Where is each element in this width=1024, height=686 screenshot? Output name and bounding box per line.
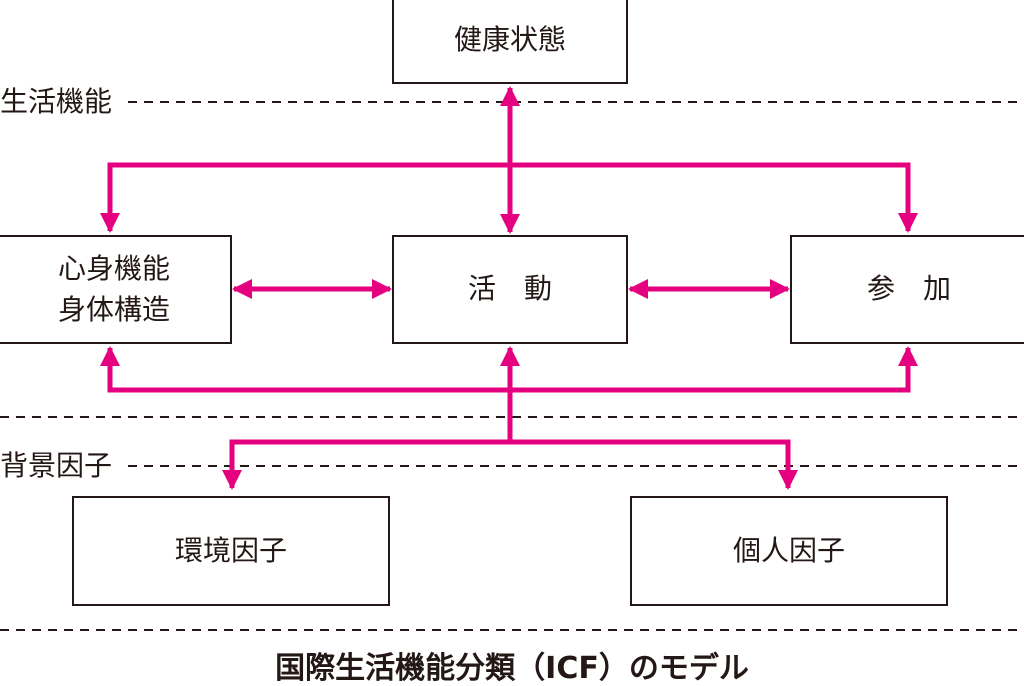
box-personal-factors-label: 個人因子 [732, 533, 845, 567]
arrow-top-branch-right [510, 162, 918, 233]
section-label-functioning: 生活機能 [0, 88, 117, 116]
arrow-bottom-branch-left [100, 346, 510, 393]
arrow-top-branch-left [100, 162, 510, 233]
box-health-condition: 健康状態 [392, 0, 628, 84]
arrow-bottom-branch-right [510, 346, 918, 393]
connector-arrows [100, 86, 918, 490]
box-body-functions: 心身機能 身体構造 [0, 235, 232, 344]
box-activity: 活 動 [392, 235, 628, 344]
box-body-functions-line2: 身体構造 [57, 292, 170, 326]
box-environmental-factors: 環境因子 [72, 496, 390, 606]
box-activity-label: 活 動 [467, 272, 552, 306]
box-environmental-factors-label: 環境因子 [174, 533, 287, 567]
icf-diagram [0, 86, 1024, 631]
section-label-contextual: 背景因子 [0, 452, 117, 480]
box-participation: 参 加 [790, 235, 1024, 344]
box-personal-factors: 個人因子 [630, 496, 948, 606]
box-health-condition-label: 健康状態 [453, 22, 566, 56]
arrow-context-left [222, 439, 510, 490]
box-participation-label: 参 加 [866, 272, 951, 306]
diagram-caption: 国際生活機能分類（ICF）のモデル [275, 651, 749, 686]
box-body-functions-line1: 心身機能 [57, 251, 170, 285]
arrow-context-right [510, 439, 798, 490]
